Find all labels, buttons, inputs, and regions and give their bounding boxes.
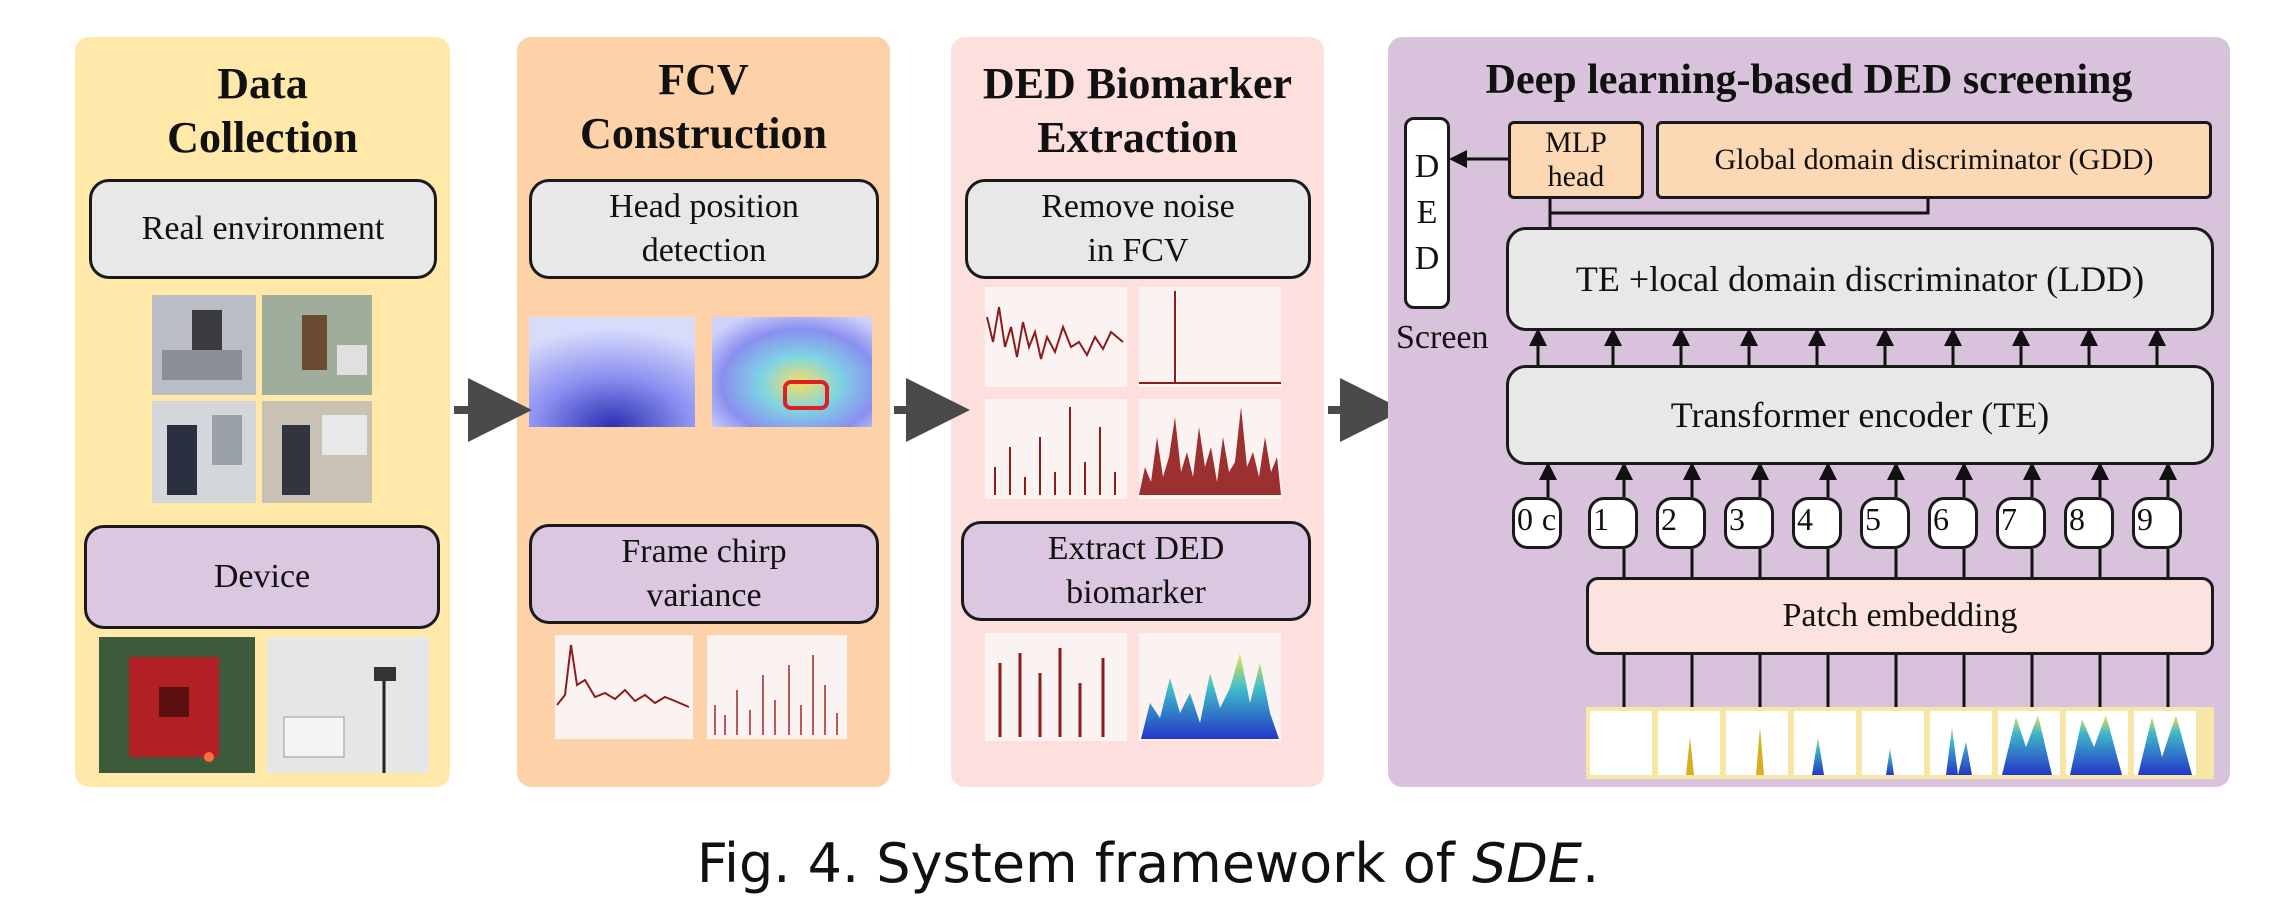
real-environment-box: Real environment — [89, 179, 437, 279]
token-patch — [1792, 497, 1842, 549]
mlp-head-box: MLP head — [1508, 121, 1644, 199]
ded-screening-panel: Deep learning-based DED screening D E D … — [1388, 37, 2230, 787]
noise-removal-plots — [985, 287, 1285, 499]
token-label: 2 — [1661, 501, 1677, 537]
ded-letter: E — [1416, 194, 1438, 231]
token-patch — [1860, 497, 1910, 549]
token-label: 3 — [1729, 501, 1745, 537]
remove-noise-box: Remove noise in FCV — [965, 179, 1311, 279]
figure-caption: Fig. 4. System framework of SDE. — [0, 832, 2296, 895]
biomarker-extraction-panel: DED Biomarker Extraction Remove noise in… — [951, 37, 1324, 787]
input-patches-strip — [1586, 707, 2214, 779]
frame-chirp-variance-box: Frame chirp variance — [529, 524, 879, 624]
frame-chirp-variance-plots — [555, 635, 855, 743]
real-environment-photos — [152, 295, 372, 503]
gdd-box: Global domain discriminator (GDD) — [1656, 121, 2212, 199]
token-label: 8 — [2069, 501, 2085, 537]
token-label: 5 — [1865, 501, 1881, 537]
transformer-encoder-box: Transformer encoder (TE) — [1506, 365, 2214, 465]
token-label: 0 — [1517, 501, 1533, 537]
data-collection-title: Data Collection — [167, 59, 358, 162]
token-label: c — [1541, 501, 1557, 537]
te-ldd-box: TE +local domain discriminator (LDD) — [1506, 227, 2214, 331]
token-label: 6 — [1933, 501, 1949, 537]
token-patch — [1996, 497, 2046, 549]
data-collection-panel: Data Collection Real environment Device — [75, 37, 450, 787]
token-label: 1 — [1593, 501, 1609, 537]
token-cls — [1512, 497, 1562, 549]
screen-label: Screen — [1396, 319, 1489, 356]
patch-embedding-box: Patch embedding — [1586, 577, 2214, 655]
ded-letter: D — [1414, 148, 1440, 185]
device-box: Device — [84, 525, 440, 629]
token-label: 7 — [2001, 501, 2017, 537]
token-patch — [1724, 497, 1774, 549]
ded-output-box: D E D — [1404, 117, 1450, 309]
head-position-detection-box: Head position detection — [529, 179, 879, 279]
fcv-construction-title: FCV Construction — [580, 55, 827, 158]
token-label: 9 — [2137, 501, 2153, 537]
token-patch — [2132, 497, 2182, 549]
token-patch — [1588, 497, 1638, 549]
token-label: 4 — [1797, 501, 1813, 537]
token-patch — [2064, 497, 2114, 549]
biomarker-extraction-title: DED Biomarker Extraction — [982, 59, 1293, 162]
caption-prefix: Fig. 4. System framework of — [696, 832, 1472, 895]
token-patch — [1928, 497, 1978, 549]
ded-letter: D — [1414, 240, 1440, 277]
screening-connectors — [1449, 150, 2177, 707]
caption-suffix: . — [1581, 832, 1600, 895]
biomarker-plots — [985, 633, 1285, 743]
head-position-heatmaps — [529, 317, 884, 432]
device-photos — [99, 637, 429, 773]
caption-emphasis: SDE — [1472, 832, 1582, 895]
ded-screening-title: Deep learning-based DED screening — [1485, 57, 2133, 103]
fcv-construction-panel: FCV Construction Head position detection… — [517, 37, 890, 787]
extract-ded-biomarker-box: Extract DED biomarker — [961, 521, 1311, 621]
token-patch — [1656, 497, 1706, 549]
